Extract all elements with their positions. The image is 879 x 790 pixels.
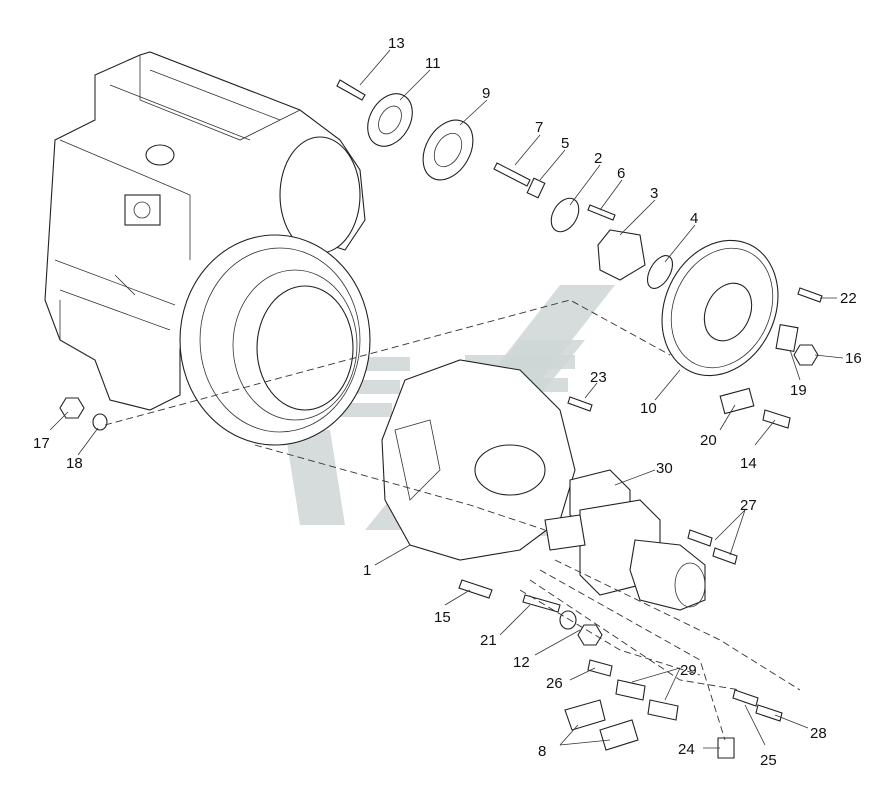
callout-21: 21 bbox=[480, 632, 497, 649]
callout-7: 7 bbox=[535, 119, 543, 136]
callout-24: 24 bbox=[678, 741, 695, 758]
callout-8: 8 bbox=[538, 743, 546, 760]
callout-27: 27 bbox=[740, 497, 757, 514]
callout-16: 16 bbox=[845, 350, 862, 367]
callout-22: 22 bbox=[840, 290, 857, 307]
pump-assembly bbox=[544, 469, 738, 611]
callout-2: 2 bbox=[594, 150, 602, 167]
callout-3: 3 bbox=[650, 185, 658, 202]
callout-6: 6 bbox=[617, 165, 625, 182]
callout-labels: 13 11 9 7 5 2 6 3 4 22 16 19 10 20 14 23… bbox=[33, 35, 862, 769]
callout-20: 20 bbox=[700, 432, 717, 449]
assembly-lines bbox=[104, 299, 801, 741]
callout-4: 4 bbox=[690, 210, 698, 227]
callout-18: 18 bbox=[66, 455, 83, 472]
leader-lines bbox=[49, 49, 844, 749]
callout-23: 23 bbox=[590, 369, 607, 386]
callout-29: 29 bbox=[680, 662, 697, 679]
callout-10: 10 bbox=[640, 400, 657, 417]
callout-25: 25 bbox=[760, 752, 777, 769]
callout-13: 13 bbox=[388, 35, 405, 52]
callout-14: 14 bbox=[740, 455, 757, 472]
callout-9: 9 bbox=[482, 85, 490, 102]
callout-15: 15 bbox=[434, 609, 451, 626]
engine-block bbox=[44, 51, 371, 446]
callout-12: 12 bbox=[513, 654, 530, 671]
housing-cover bbox=[381, 359, 576, 561]
callout-26: 26 bbox=[546, 675, 563, 692]
callout-19: 19 bbox=[790, 382, 807, 399]
flywheel-plate bbox=[661, 239, 779, 377]
callout-28: 28 bbox=[810, 725, 827, 742]
callout-5: 5 bbox=[561, 135, 569, 152]
callout-11: 11 bbox=[425, 55, 441, 72]
callout-17: 17 bbox=[33, 435, 50, 452]
coupling-parts bbox=[59, 79, 823, 431]
callout-30: 30 bbox=[656, 460, 673, 477]
fasteners-and-fittings bbox=[458, 579, 783, 759]
callout-1: 1 bbox=[363, 562, 371, 579]
